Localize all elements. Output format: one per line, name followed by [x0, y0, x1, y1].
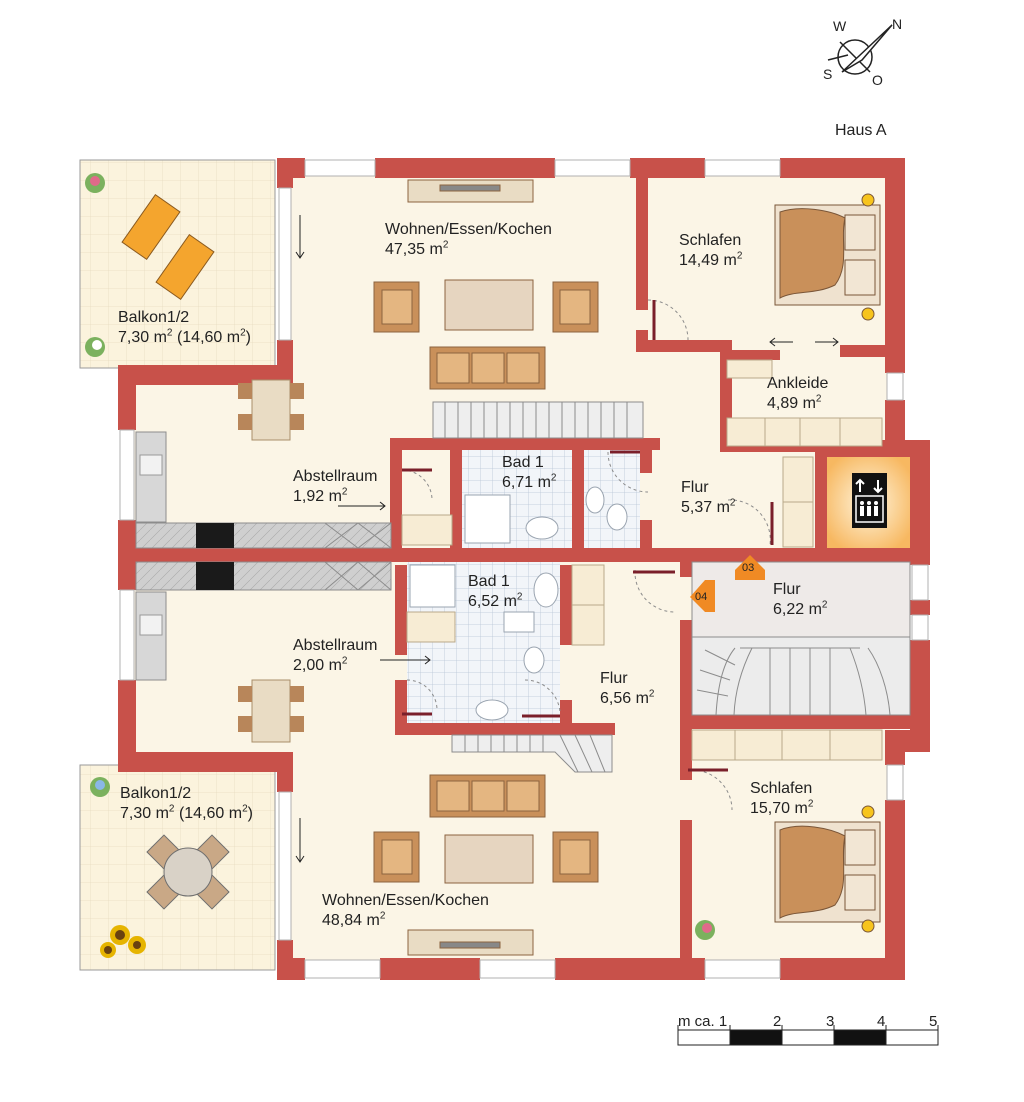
beds: [774, 193, 881, 933]
building-label: Haus A: [835, 122, 887, 139]
wardrobes: [401, 359, 883, 761]
compass-s: S: [823, 66, 833, 82]
scale-label: m ca. 1: [678, 1013, 728, 1030]
door-handles: [402, 300, 774, 772]
room-label-abstell-top: Abstellraum 1,92 m2: [293, 468, 378, 505]
room-label-balkon-bottom: Balkon1/2 7,30 m2 (14,60 m2): [120, 785, 253, 822]
room-label-bad-top: Bad 1 6,71 m2: [502, 454, 557, 491]
room-label-balkon-top: Balkon1/2 7,30 m2 (14,60 m2): [118, 309, 251, 346]
balcony-table-set: [146, 834, 230, 910]
outer-walls: [118, 158, 930, 980]
kitchen-counters: [135, 431, 392, 681]
staircase-hall: [691, 561, 911, 716]
compass-w: W: [833, 18, 847, 34]
bath-fixtures-bottom: [409, 564, 559, 721]
scale-tick-3: 3: [826, 1013, 835, 1030]
marker-04: 04: [695, 591, 708, 603]
scale-tick-4: 4: [877, 1013, 886, 1030]
room-label-flur-bottom: Flur 6,56 m2: [600, 670, 655, 707]
flower-icons: [85, 173, 715, 958]
windows: [119, 159, 929, 979]
staircase-top: [432, 401, 644, 439]
scale-bar: [677, 1025, 939, 1046]
entry-markers: [690, 555, 765, 612]
bath-fixtures-top: [464, 486, 628, 544]
room-label-wohnen-top: Wohnen/Essen/Kochen 47,35 m2: [385, 221, 552, 258]
room-label-wohnen-bottom: Wohnen/Essen/Kochen 48,84 m2: [322, 892, 489, 929]
sliding-arrows: [295, 215, 839, 863]
room-label-flur-top: Flur 5,37 m2: [681, 479, 736, 516]
marker-03: 03: [742, 562, 755, 574]
living-furniture: [373, 179, 599, 956]
balcony-loungers: [121, 193, 215, 301]
staircase-bottom: [451, 734, 613, 773]
dining-furniture: [238, 379, 304, 743]
lift-icon: [852, 473, 887, 528]
room-label-flur-mid: Flur 6,22 m2: [773, 581, 828, 618]
scale-tick-5: 5: [929, 1013, 938, 1030]
compass-o: O: [872, 72, 883, 88]
room-label-schlafen-top: Schlafen 14,49 m2: [679, 232, 743, 269]
room-label-abstell-bottom: Abstellraum 2,00 m2: [293, 637, 378, 674]
room-label-schlafen-bottom: Schlafen 15,70 m2: [750, 780, 814, 817]
room-label-ankleide: Ankleide 4,89 m2: [767, 375, 829, 412]
compass-n: N: [892, 16, 903, 32]
compass-icon: [827, 24, 893, 75]
scale-tick-2: 2: [773, 1013, 782, 1030]
room-label-bad-bottom: Bad 1 6,52 m2: [468, 573, 523, 610]
